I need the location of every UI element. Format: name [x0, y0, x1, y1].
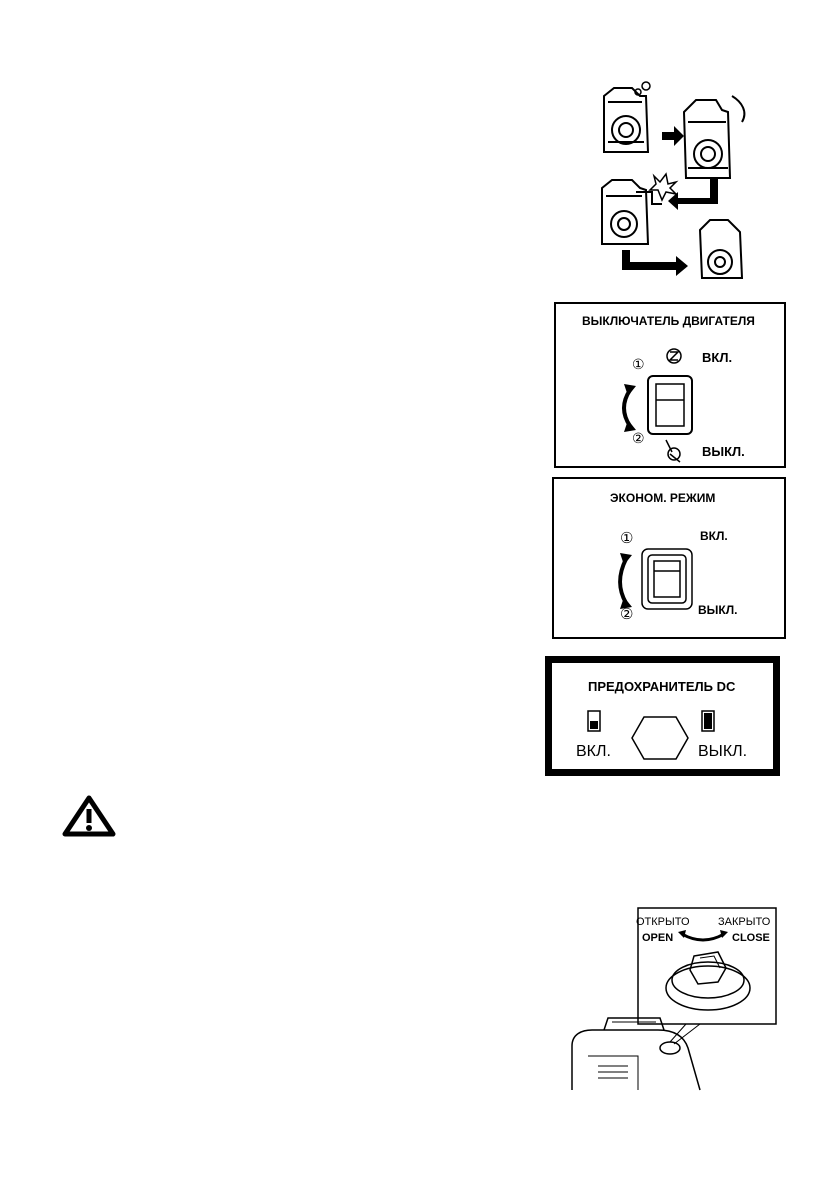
fuel-cap-close-ru: ЗАКРЫТО — [718, 916, 771, 928]
fuel-cap-illustration: ОТКРЫТО ЗАКРЫТО OPEN CLOSE — [568, 906, 778, 1091]
engine-switch-graphic — [622, 348, 693, 463]
warning-triangle-icon — [62, 795, 116, 837]
eco-mode-switch-graphic — [618, 548, 693, 610]
dc-fuse-title: ПРЕДОХРАНИТЕЛЬ DC — [588, 679, 736, 694]
fuel-cap-open-ru: ОТКРЫТО — [636, 916, 690, 928]
engine-switch-off-label: ВЫКЛ. — [702, 444, 745, 459]
fuel-cap-close-en: CLOSE — [732, 932, 770, 944]
engine-switch-pos1: ① — [632, 356, 645, 372]
eco-mode-off-label: ВЫКЛ. — [698, 603, 738, 617]
generator-sequence-illustration — [592, 81, 768, 282]
dc-fuse-panel: ПРЕДОХРАНИТЕЛЬ DC ВКЛ. ВЫКЛ. — [545, 656, 780, 776]
engine-switch-panel: ВЫКЛЮЧАТЕЛЬ ДВИГАТЕЛЯ ВКЛ. ВЫКЛ. ① ② — [554, 302, 786, 468]
eco-mode-on-label: ВКЛ. — [700, 529, 728, 543]
fuel-cap-open-en: OPEN — [642, 932, 674, 944]
eco-mode-title: ЭКОНОМ. РЕЖИМ — [610, 491, 716, 505]
eco-mode-pos1: ① — [620, 530, 634, 547]
engine-switch-on-label: ВКЛ. — [702, 350, 733, 365]
eco-mode-pos2: ② — [620, 606, 634, 623]
dc-fuse-off-label: ВЫКЛ. — [698, 743, 748, 760]
engine-switch-title: ВЫКЛЮЧАТЕЛЬ ДВИГАТЕЛЯ — [582, 314, 755, 328]
engine-switch-pos2: ② — [632, 430, 645, 446]
eco-mode-panel: ЭКОНОМ. РЕЖИМ ВКЛ. ВЫКЛ. ① ② — [552, 477, 786, 639]
dc-fuse-on-label: ВКЛ. — [576, 743, 611, 760]
dc-fuse-graphic — [587, 710, 715, 760]
